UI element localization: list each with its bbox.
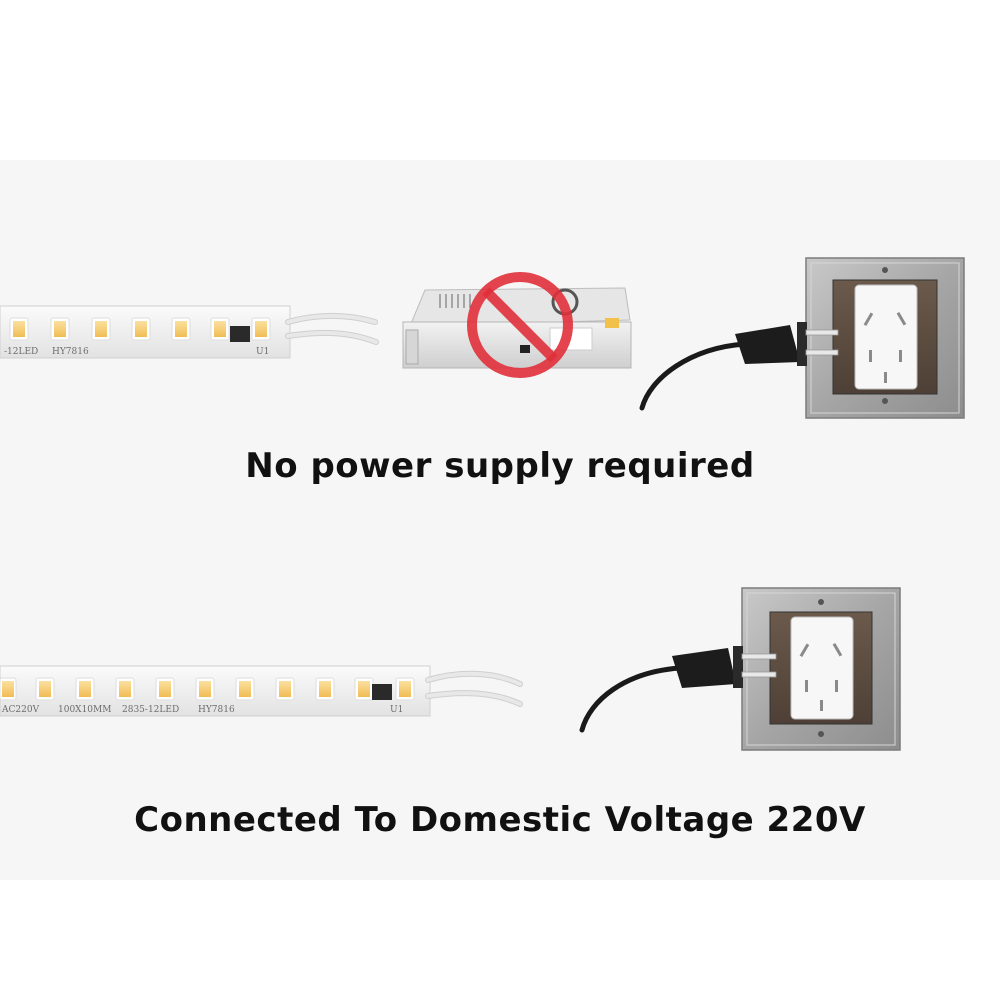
driver-ic-bottom xyxy=(372,684,392,700)
plug-cable-bottom xyxy=(579,646,777,733)
no-entry-icon xyxy=(467,272,573,378)
strip-bottom-marking-1: AC220V xyxy=(1,705,40,715)
caption-domestic-voltage: Connected To Domestic Voltage 220V xyxy=(134,800,866,840)
strip-bottom-marking-2: 100X10MM xyxy=(58,705,111,715)
wall-socket-top xyxy=(805,257,965,419)
driver-ic-top xyxy=(230,326,250,342)
strip-bottom-marking-5: U1 xyxy=(390,705,403,715)
strip-top-marking-2: HY7816 xyxy=(52,347,89,357)
strip-bottom-marking-3: 2835-12LED xyxy=(122,705,179,715)
plug-cable-top xyxy=(639,322,839,411)
wall-socket-bottom xyxy=(741,587,901,751)
led-chips-top xyxy=(9,317,271,341)
power-supply-unit xyxy=(402,287,632,369)
strip-top-marking-1: -12LED xyxy=(4,347,38,357)
wires-bottom xyxy=(425,670,523,707)
strip-top-marking-3: U1 xyxy=(256,347,269,357)
led-strip-bottom: AC220V 100X10MM 2835-12LED HY7816 U1 xyxy=(0,665,431,717)
wires-top xyxy=(285,312,379,345)
caption-no-power-supply: No power supply required xyxy=(245,446,755,486)
led-chips-bottom xyxy=(0,677,415,701)
led-strip-top: -12LED HY7816 U1 xyxy=(0,305,291,359)
strip-bottom-marking-4: HY7816 xyxy=(198,705,235,715)
